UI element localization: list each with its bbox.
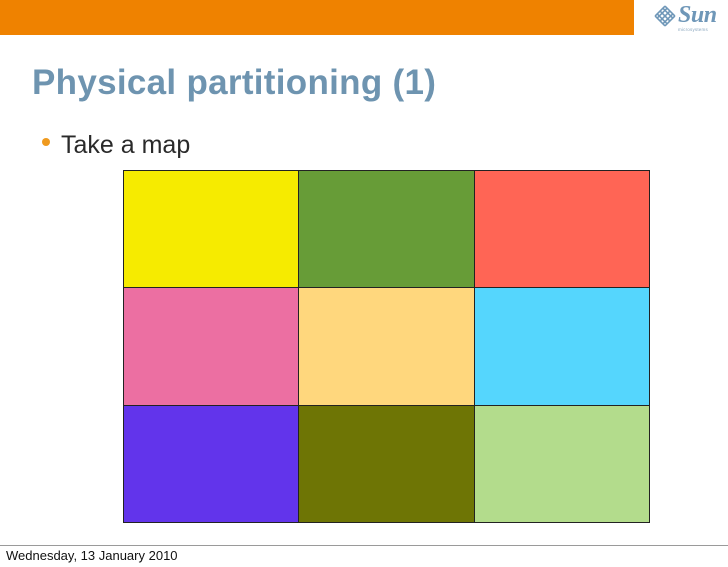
logo-subtitle: microsystems — [678, 27, 708, 32]
footer-date: Wednesday, 13 January 2010 — [6, 548, 178, 563]
map-grid — [123, 170, 650, 523]
map-region — [474, 288, 649, 405]
slide: Sun microsystems Physical partitioning (… — [0, 0, 728, 523]
logo-area — [634, 0, 728, 36]
map-region — [474, 405, 649, 522]
map-region — [299, 171, 474, 288]
map-region — [299, 405, 474, 522]
sun-logo-icon — [654, 5, 676, 27]
bullet-text: Take a map — [61, 131, 191, 159]
bullet-item: Take a map — [42, 129, 190, 161]
logo-wordmark: Sun — [678, 2, 717, 28]
footer-divider — [0, 545, 728, 546]
map-region — [299, 288, 474, 405]
header-bar — [0, 0, 636, 35]
map-region — [124, 288, 299, 405]
bullet-dot-icon — [42, 138, 50, 147]
map-region — [124, 405, 299, 522]
slide-title: Physical partitioning (1) — [32, 63, 437, 102]
map-region — [474, 171, 649, 288]
map-region — [124, 171, 299, 288]
